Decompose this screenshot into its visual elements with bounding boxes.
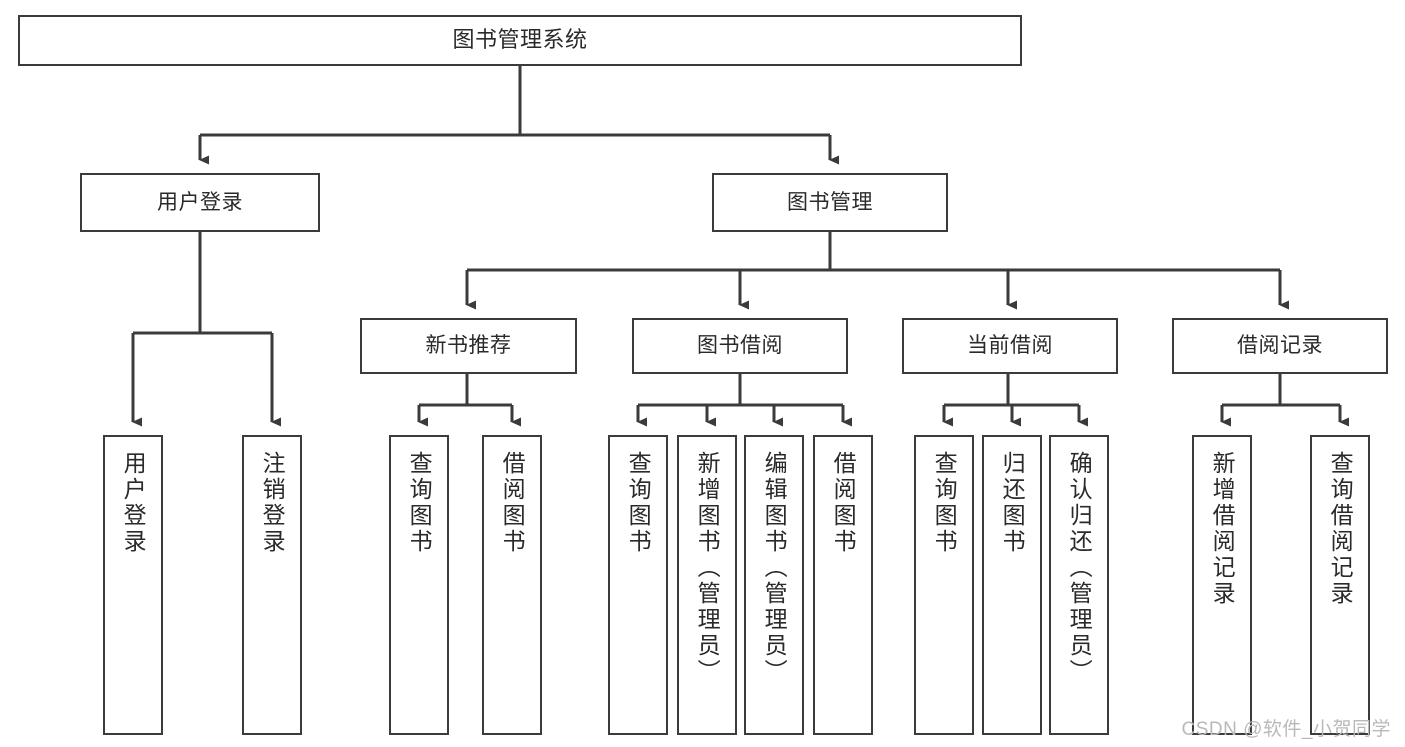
leaf-user-login-do-login[interactable]: 用户登录 <box>103 435 163 735</box>
leaf-user-login-logout[interactable]: 注销登录 <box>242 435 302 735</box>
leaf-book-borrow-borrow-book[interactable]: 借阅图书 <box>813 435 873 735</box>
node-label: 图书借阅 <box>697 334 783 358</box>
leaf-new-book-borrow-book[interactable]: 借阅图书 <box>482 435 542 735</box>
node-label: 当前借阅 <box>967 334 1053 358</box>
node-label: 借阅图书 <box>499 451 526 555</box>
node-borrow-record[interactable]: 借阅记录 <box>1172 318 1388 374</box>
node-label: 编辑图书（管理员） <box>761 451 788 685</box>
leaf-book-borrow-add-book-admin[interactable]: 新增图书（管理员） <box>677 435 737 735</box>
leaf-borrow-record-query-record[interactable]: 查询借阅记录 <box>1310 435 1370 735</box>
node-label: 借阅记录 <box>1237 334 1323 358</box>
node-label: 用户登录 <box>120 451 147 555</box>
node-label: 新增借阅记录 <box>1209 451 1236 607</box>
node-label: 确认归还（管理员） <box>1066 451 1093 685</box>
node-label: 用户登录 <box>157 190 243 214</box>
leaf-borrow-record-add-record[interactable]: 新增借阅记录 <box>1192 435 1252 735</box>
watermark-text: CSDN @软件_小贺同学 <box>1181 719 1391 740</box>
node-label: 归还图书 <box>999 451 1026 555</box>
leaf-book-borrow-edit-book-admin[interactable]: 编辑图书（管理员） <box>744 435 804 735</box>
node-book-management[interactable]: 图书管理 <box>712 173 948 232</box>
leaf-current-borrow-return-book[interactable]: 归还图书 <box>982 435 1042 735</box>
node-label: 注销登录 <box>259 451 286 555</box>
node-book-borrow[interactable]: 图书借阅 <box>632 318 848 374</box>
node-label: 新增图书（管理员） <box>694 451 721 685</box>
node-label: 查询图书 <box>931 451 958 555</box>
node-root-library-system[interactable]: 图书管理系统 <box>18 15 1022 66</box>
node-user-login[interactable]: 用户登录 <box>80 173 320 232</box>
node-new-book-recommend[interactable]: 新书推荐 <box>360 318 577 374</box>
leaf-book-borrow-query-book[interactable]: 查询图书 <box>608 435 668 735</box>
node-label: 图书管理 <box>787 190 873 214</box>
node-current-borrow[interactable]: 当前借阅 <box>902 318 1118 374</box>
leaf-new-book-query-book[interactable]: 查询图书 <box>389 435 449 735</box>
node-label: 新书推荐 <box>425 334 512 358</box>
node-label: 图书管理系统 <box>452 27 588 53</box>
node-label: 借阅图书 <box>830 451 857 555</box>
node-label: 查询图书 <box>406 451 433 555</box>
leaf-current-borrow-query-book[interactable]: 查询图书 <box>914 435 974 735</box>
node-label: 查询借阅记录 <box>1327 451 1354 607</box>
node-label: 查询图书 <box>625 451 652 555</box>
leaf-current-borrow-confirm-return-admin[interactable]: 确认归还（管理员） <box>1049 435 1109 735</box>
